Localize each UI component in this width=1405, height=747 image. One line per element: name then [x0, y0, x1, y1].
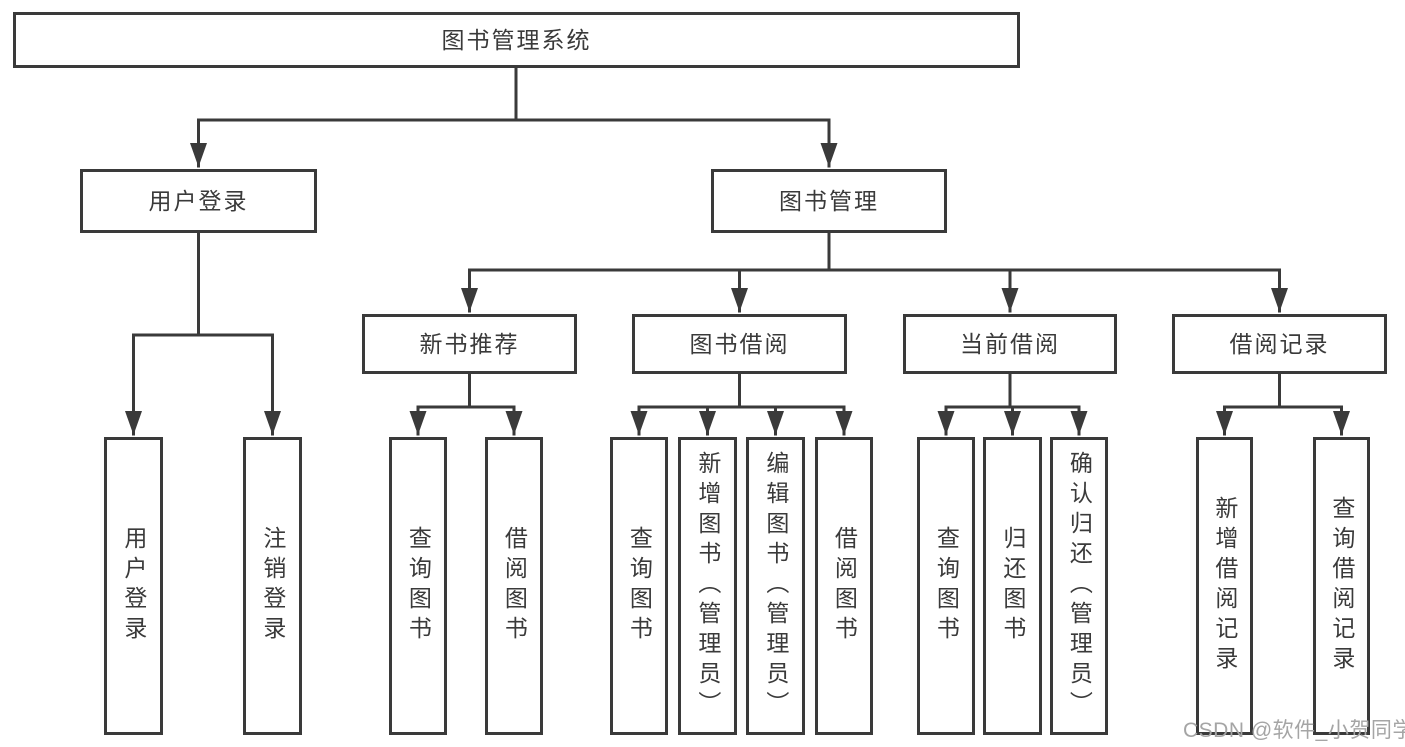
leaf-query-borrow-record: 查询借阅记录 — [1313, 437, 1370, 735]
node-book-management-branch: 图书管理 — [711, 169, 947, 233]
csdn-watermark: CSDN @软件_小贺同学 — [1183, 719, 1405, 742]
leaf-query-books-2: 查询图书 — [610, 437, 668, 735]
leaf-borrow-books-2: 借阅图书 — [815, 437, 873, 735]
connector-borrow-records — [1223, 372, 1343, 409]
connector-book-management-branch — [468, 231, 1281, 272]
leaf-user-login: 用户登录 — [104, 437, 163, 735]
leaf-return-book: 归还图书 — [983, 437, 1042, 735]
connector-new-book-recommend — [416, 372, 516, 409]
leaf-query-books-3: 查询图书 — [917, 437, 975, 735]
leaf-add-book-admin: 新增图书（管理员） — [678, 437, 737, 735]
leaf-borrow-books-1: 借阅图书 — [485, 437, 543, 735]
connector-current-borrow — [944, 372, 1081, 409]
connector-user-login-branch — [132, 231, 274, 337]
connector-book-borrow — [637, 372, 846, 409]
node-library-management-system: 图书管理系统 — [13, 12, 1020, 68]
leaf-add-borrow-record: 新增借阅记录 — [1196, 437, 1253, 735]
leaf-confirm-return-admin: 确认归还（管理员） — [1050, 437, 1108, 735]
connector-root-to-level2 — [197, 66, 831, 122]
node-borrow-records: 借阅记录 — [1172, 314, 1387, 374]
leaf-query-books-1: 查询图书 — [389, 437, 447, 735]
leaf-edit-book-admin: 编辑图书（管理员） — [746, 437, 805, 735]
node-user-login-branch: 用户登录 — [80, 169, 317, 233]
node-current-borrow: 当前借阅 — [903, 314, 1117, 374]
leaf-logout: 注销登录 — [243, 437, 302, 735]
node-book-borrow: 图书借阅 — [632, 314, 847, 374]
node-new-book-recommend: 新书推荐 — [362, 314, 577, 374]
